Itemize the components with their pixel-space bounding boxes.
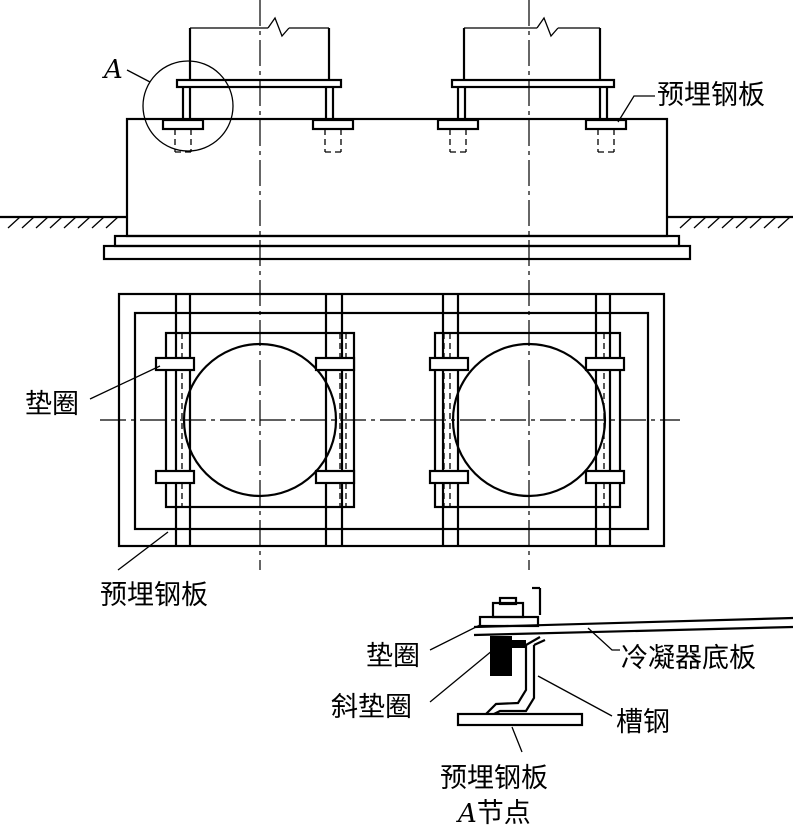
anchor-2	[311, 118, 355, 153]
channel-steel-label: 槽钢	[616, 707, 670, 738]
detail-a-circle	[142, 60, 234, 152]
detail-title: A节点	[456, 798, 531, 829]
elevation-view: A 预埋钢板	[0, 0, 793, 570]
condenser-base-label: 冷凝器底板	[621, 643, 756, 674]
plan-inner-frame	[133, 311, 650, 531]
inclined-washer-label: 斜垫圈	[331, 692, 412, 723]
detail-title-letter: A	[456, 799, 477, 829]
embedded-plate-label-plan: 预埋钢板	[100, 580, 208, 611]
detail-washer	[478, 615, 540, 628]
ground-hatch-right	[679, 216, 791, 229]
node-ref-label: A	[102, 55, 123, 85]
embedded-plate-label-top: 预埋钢板	[657, 80, 765, 111]
foundation-step	[113, 234, 681, 248]
plan-view: 垫圈 预埋钢板	[25, 292, 680, 611]
detail-inclined-washer	[490, 636, 512, 676]
embedded-plate-label-detail: 预埋钢板	[440, 763, 548, 794]
foundation-base	[102, 244, 692, 261]
anchor-3	[436, 118, 480, 153]
plan-washers	[154, 356, 626, 485]
detail-title-text: 节点	[477, 798, 531, 829]
anchor-4	[584, 118, 628, 153]
support-left	[175, 16, 343, 119]
ground-hatch-left	[7, 216, 119, 229]
washer-label-plan: 垫圈	[25, 389, 79, 420]
foundation-block	[125, 117, 669, 238]
detail-embedded-plate	[456, 712, 584, 727]
node-a-detail: 垫圈 斜垫圈 冷凝器底板 槽钢 预埋钢板 A节点	[331, 586, 793, 829]
anchor-1	[161, 118, 205, 153]
washer-label-detail: 垫圈	[366, 641, 420, 672]
support-right	[450, 16, 616, 119]
